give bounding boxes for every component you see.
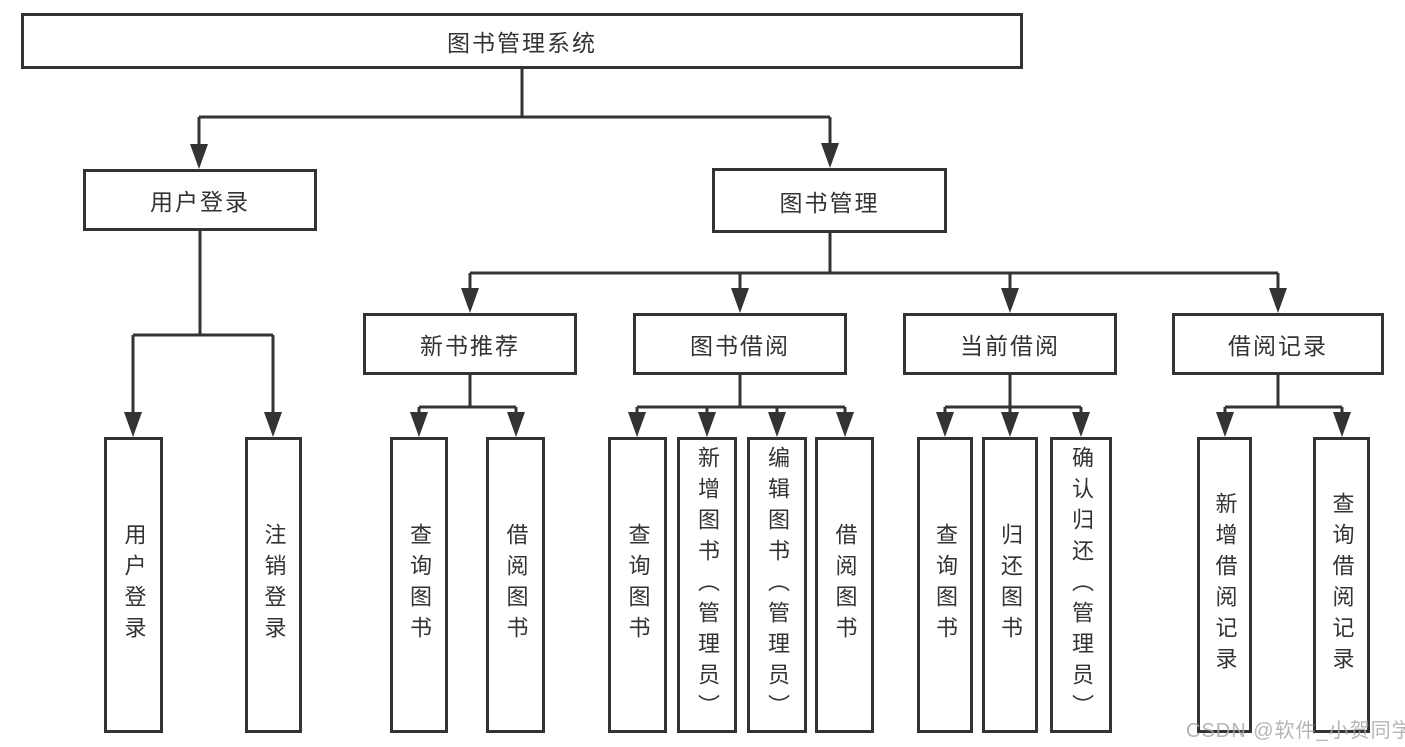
leaf-current-confirm-return-admin: 确认归还（管理员） [1050, 437, 1112, 733]
leaf-borrow-edit-books-admin: 编辑图书（管理员） [747, 437, 807, 733]
node-root: 图书管理系统 [21, 13, 1023, 69]
node-new-book-recommend-label: 新书推荐 [420, 333, 520, 359]
arrowhead [731, 288, 749, 313]
arrowhead [507, 412, 525, 437]
leaf-record-add-record-label: 新增借阅记录 [1212, 492, 1238, 678]
connector-userlogin-to-leaves [131, 231, 275, 432]
node-book-borrow: 图书借阅 [633, 313, 847, 375]
arrowhead [461, 288, 479, 313]
node-book-management: 图书管理 [712, 168, 947, 233]
leaf-borrow-add-books-admin-label: 新增图书（管理员） [695, 445, 720, 725]
connector-bookmgmt-to-level3 [468, 233, 1280, 308]
node-current-borrow: 当前借阅 [903, 313, 1117, 375]
leaf-borrow-borrow-books-label: 借阅图书 [832, 523, 858, 647]
leaf-borrow-borrow-books: 借阅图书 [815, 437, 874, 733]
leaf-current-return-books: 归还图书 [982, 437, 1038, 733]
connector-rec-to-leaves [417, 375, 518, 432]
arrowhead [821, 143, 839, 168]
node-new-book-recommend: 新书推荐 [363, 313, 577, 375]
leaf-current-query-books-label: 查询图书 [933, 523, 958, 647]
arrowhead [768, 412, 786, 437]
arrowhead [1001, 288, 1019, 313]
arrowhead [1216, 412, 1234, 437]
leaf-user-login: 用户登录 [104, 437, 163, 733]
arrowhead [698, 412, 716, 437]
connector-bor-to-leaves [635, 375, 847, 432]
arrowhead [1001, 412, 1019, 437]
arrowhead [1269, 288, 1287, 313]
node-user-login: 用户登录 [83, 169, 317, 231]
arrowhead [1072, 412, 1090, 437]
connector-root-to-level2 [197, 69, 832, 164]
leaf-logout: 注销登录 [245, 437, 302, 733]
leaf-recommend-query-books: 查询图书 [390, 437, 448, 733]
leaf-borrow-edit-books-admin-label: 编辑图书（管理员） [765, 445, 790, 725]
leaf-recommend-query-books-label: 查询图书 [407, 523, 432, 647]
leaf-recommend-borrow-books-label: 借阅图书 [503, 523, 529, 647]
leaf-borrow-query-books: 查询图书 [608, 437, 667, 733]
node-book-management-label: 图书管理 [779, 189, 880, 216]
arrowhead [936, 412, 954, 437]
arrowhead [124, 412, 142, 437]
leaf-user-login-label: 用户登录 [121, 523, 147, 647]
node-root-label: 图书管理系统 [447, 30, 597, 56]
arrowhead [190, 144, 208, 169]
leaf-record-query-record-label: 查询借阅记录 [1329, 492, 1355, 678]
leaf-current-query-books: 查询图书 [917, 437, 973, 733]
node-current-borrow-label: 当前借阅 [960, 333, 1060, 359]
leaf-current-confirm-return-admin-label: 确认归还（管理员） [1069, 445, 1094, 725]
leaf-record-add-record: 新增借阅记录 [1197, 437, 1252, 733]
leaf-borrow-query-books-label: 查询图书 [625, 523, 651, 647]
node-borrow-record-label: 借阅记录 [1228, 333, 1328, 359]
node-book-borrow-label: 图书借阅 [690, 333, 790, 359]
leaf-recommend-borrow-books: 借阅图书 [486, 437, 545, 733]
leaf-logout-label: 注销登录 [261, 523, 287, 647]
leaf-borrow-add-books-admin: 新增图书（管理员） [677, 437, 737, 733]
arrowhead [836, 412, 854, 437]
node-user-login-label: 用户登录 [150, 189, 250, 215]
leaf-current-return-books-label: 归还图书 [998, 523, 1023, 647]
arrowhead [410, 412, 428, 437]
connector-rcd-to-leaves [1223, 375, 1344, 432]
arrowhead [628, 412, 646, 437]
arrowhead [264, 412, 282, 437]
leaf-record-query-record: 查询借阅记录 [1313, 437, 1370, 733]
arrowhead [1333, 412, 1351, 437]
node-borrow-record: 借阅记录 [1172, 313, 1384, 375]
csdn-watermark: CSDN @软件_小贺同学 [1186, 720, 1405, 742]
